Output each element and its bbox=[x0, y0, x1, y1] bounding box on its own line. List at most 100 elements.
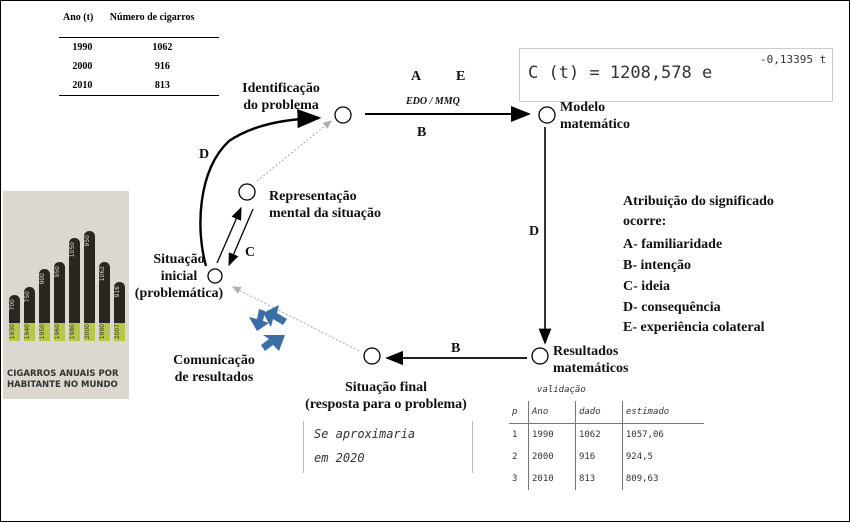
arrow-inicial-identificacao bbox=[199, 108, 322, 267]
label-line: do problema bbox=[243, 98, 319, 113]
label-line: Resultados bbox=[553, 344, 619, 359]
validation-cell: 2010 bbox=[528, 468, 576, 490]
model-exponent: -0,13395 t bbox=[760, 53, 827, 66]
table-header-year: Ano (t) bbox=[59, 6, 106, 38]
validation-cell: estimado bbox=[622, 401, 704, 424]
label-representacao: Representação mental da situação bbox=[269, 188, 381, 222]
table-cell: 2010 bbox=[59, 76, 106, 96]
cigarette-tip: 1980 bbox=[69, 323, 80, 341]
legend-item-D: D- consequência bbox=[623, 300, 721, 315]
table-cell: 813 bbox=[105, 76, 219, 96]
table-cell: 1990 bbox=[72, 42, 93, 53]
cigarette-tip: 2000 bbox=[84, 323, 95, 341]
label-line: Identificação bbox=[242, 81, 320, 96]
label-line: de resultados bbox=[174, 370, 254, 385]
final-answer-line1: Se aproximaria bbox=[314, 427, 416, 441]
cigarette-tip: 1940 bbox=[24, 323, 35, 341]
validation-cell: p bbox=[509, 401, 529, 424]
edge-label-D-left: D bbox=[199, 147, 210, 162]
validation-cell: 1062 bbox=[575, 423, 623, 446]
validation-cell: 2 bbox=[509, 446, 529, 468]
table-row: 1990 1062 bbox=[59, 38, 219, 58]
legend-item-C: C- ideia bbox=[623, 279, 671, 294]
cigarette-tip: 1990 bbox=[99, 323, 110, 341]
node-representacao bbox=[238, 183, 256, 201]
validation-cell: 1990 bbox=[528, 423, 576, 446]
cigarette-tip: 1950 bbox=[39, 323, 50, 341]
legend-item-B: B- intenção bbox=[623, 258, 692, 273]
label-line: matemáticos bbox=[553, 361, 629, 376]
validation-cell: 1057,06 bbox=[625, 430, 664, 440]
label-line: Situação bbox=[153, 252, 205, 267]
validation-cell: 813 bbox=[575, 468, 623, 490]
arrow-representacao-inicial bbox=[228, 208, 254, 267]
model-equation: C (t) = 1208,578 e bbox=[528, 63, 713, 83]
validation-row: 2 2000 916 924,5 bbox=[509, 446, 704, 468]
cigarette-tip: 2007 bbox=[114, 323, 125, 341]
poster-caption-line1: CIGARROS ANUAIS POR bbox=[7, 369, 119, 379]
final-answer-box: Se aproximaria em 2020 bbox=[303, 421, 473, 473]
node-resultados bbox=[531, 347, 549, 365]
table-header-row: Ano (t) Número de cigarros bbox=[59, 6, 219, 38]
label-line: Situação final bbox=[344, 380, 428, 395]
label-situacao-final: Situação final (resposta para o problema… bbox=[305, 379, 467, 413]
cycle-icon bbox=[249, 305, 287, 351]
legend-item-E: E- experiência colateral bbox=[623, 320, 765, 335]
label-line: Comunicação bbox=[173, 353, 255, 368]
cigarette-tip: 1930 bbox=[9, 323, 20, 341]
dotted-arrow-final-inicial bbox=[232, 286, 360, 352]
validation-cell: 809,63 bbox=[625, 474, 659, 484]
legend-title-line1: Atribuição do significado bbox=[623, 194, 774, 209]
label-line: inicial bbox=[160, 269, 198, 284]
edge-label-B-bottom: B bbox=[451, 341, 461, 356]
poster-caption-line2: HABITANTE NO MUNDO bbox=[7, 380, 118, 390]
data-table: Ano (t) Número de cigarros 1990 1062 200… bbox=[59, 6, 219, 96]
node-situacao-final bbox=[363, 347, 381, 365]
node-modelo bbox=[538, 106, 556, 124]
validation-cell: Ano bbox=[528, 401, 576, 424]
edge-label-D-right: D bbox=[529, 224, 540, 239]
legend-item-A: A- familiaridade bbox=[623, 237, 723, 252]
label-line: Representação bbox=[269, 189, 357, 204]
final-answer-line2: em 2020 bbox=[314, 451, 365, 465]
validation-cell: 1 bbox=[509, 423, 529, 446]
table-cell: 2000 bbox=[72, 61, 93, 72]
cigarette-tip: 1960 bbox=[54, 323, 65, 341]
node-identificacao bbox=[334, 106, 352, 124]
legend-title-line2: ocorre: bbox=[623, 214, 667, 229]
arrow-inicial-representacao bbox=[216, 206, 242, 264]
table-cell: 916 bbox=[154, 61, 170, 72]
table-header-count: Número de cigarros bbox=[105, 6, 219, 38]
dotted-arrow-representacao-identificacao bbox=[256, 120, 332, 182]
validation-title: validação bbox=[537, 385, 586, 395]
validation-cell: 2000 bbox=[528, 446, 576, 468]
edge-label-B-top: B bbox=[417, 125, 427, 140]
model-equation-box: C (t) = 1208,578 e -0,13395 t bbox=[519, 48, 833, 102]
label-situacao-inicial: Situação inicial (problemática) bbox=[135, 251, 223, 302]
label-comunicacao: Comunicação de resultados bbox=[173, 352, 255, 386]
validation-cell: dado bbox=[575, 401, 623, 424]
table-row: 2010 813 bbox=[59, 76, 219, 96]
label-modelo: Modelo matemático bbox=[560, 99, 630, 133]
label-identificacao: Identificação do problema bbox=[242, 80, 320, 114]
validation-row: 1 1990 1062 1057,06 bbox=[509, 423, 704, 446]
table-cell: 1062 bbox=[152, 42, 173, 53]
label-line: (resposta para o problema) bbox=[305, 397, 467, 412]
edge-label-E: E bbox=[456, 69, 466, 84]
table-row: 2000 916 bbox=[59, 57, 219, 76]
label-line: Modelo bbox=[560, 100, 606, 115]
label-line: (problemática) bbox=[134, 286, 224, 301]
label-line: mental da situação bbox=[269, 206, 381, 221]
label-resultados: Resultados matemáticos bbox=[553, 343, 628, 377]
node-situacao-inicial bbox=[207, 268, 223, 284]
validation-row: 3 2010 813 809,63 bbox=[509, 468, 704, 490]
